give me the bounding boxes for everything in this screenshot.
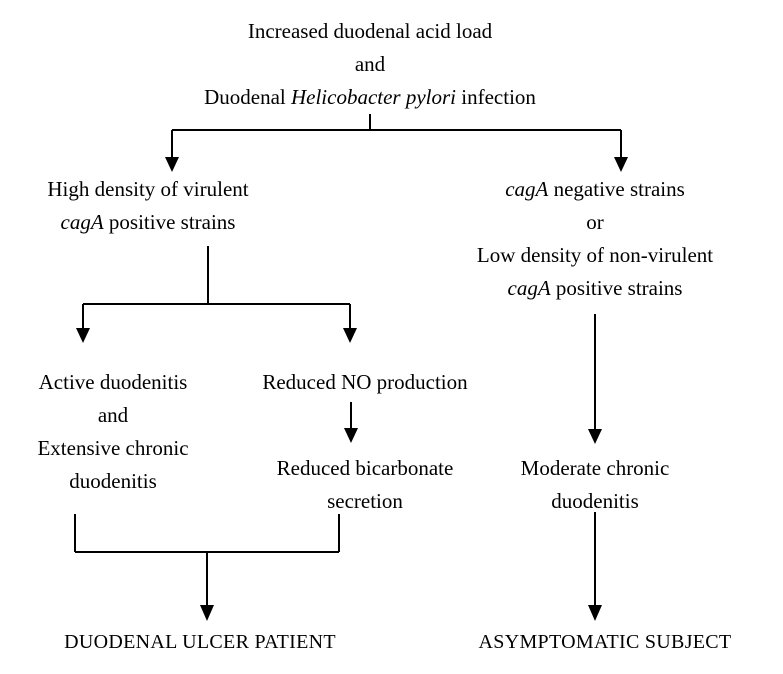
merge-arrowhead [200, 605, 214, 621]
active-line-1: Active duodenitis [38, 370, 188, 394]
active-duodenitis-node: Active duodenitis and Extensive chronic … [0, 366, 226, 498]
active-line-4: duodenitis [69, 469, 157, 493]
outcome-right-label: ASYMPTOMATIC SUBJECT [478, 631, 732, 653]
left-branch-line-1: High density of virulent [47, 177, 249, 201]
bicarb-line-2: secretion [327, 489, 403, 513]
right-to-moderate-arrowhead [588, 429, 602, 444]
top-line-3: Duodenal Helicobacter pylori infection [204, 85, 536, 109]
reduced-no-node: Reduced NO production [222, 366, 508, 399]
left-right-arrowhead [343, 328, 357, 343]
moderate-duodenitis-node: Moderate chronic duodenitis [480, 452, 710, 518]
bicarb-line-1: Reduced bicarbonate [276, 456, 454, 480]
top-node: Increased duodenal acid load and Duodena… [130, 15, 610, 114]
outcome-left-label: DUODENAL ULCER PATIENT [64, 631, 336, 653]
top-line-1: Increased duodenal acid load [247, 19, 493, 43]
right-branch-line-2: or [586, 210, 604, 234]
reduced-no-line-1: Reduced NO production [262, 370, 468, 394]
right-branch-line-3: Low density of non-virulent [476, 243, 714, 267]
top-line-2: and [354, 52, 386, 76]
top-left-arrowhead [165, 157, 179, 172]
moderate-line-2: duodenitis [551, 489, 639, 513]
top-right-arrowhead [614, 157, 628, 172]
right-branch-node: cagA negative strains or Low density of … [440, 173, 750, 305]
outcome-duodenal-ulcer: DUODENAL ULCER PATIENT [0, 626, 400, 659]
left-branch-line-2: cagA positive strains [60, 210, 236, 234]
active-line-2: and [97, 403, 129, 427]
active-line-3: Extensive chronic [37, 436, 189, 460]
reduced-bicarbonate-node: Reduced bicarbonate secretion [225, 452, 505, 518]
no-to-bicarb-arrowhead [344, 428, 358, 443]
right-branch-line-4: cagA positive strains [507, 276, 683, 300]
left-branch-node: High density of virulent cagA positive s… [0, 173, 296, 239]
moderate-line-1: Moderate chronic [520, 456, 670, 480]
outcome-asymptomatic: ASYMPTOMATIC SUBJECT [440, 626, 770, 659]
right-branch-line-1: cagA negative strains [505, 177, 685, 201]
moderate-to-asym-arrowhead [588, 605, 602, 621]
left-left-arrowhead [76, 328, 90, 343]
